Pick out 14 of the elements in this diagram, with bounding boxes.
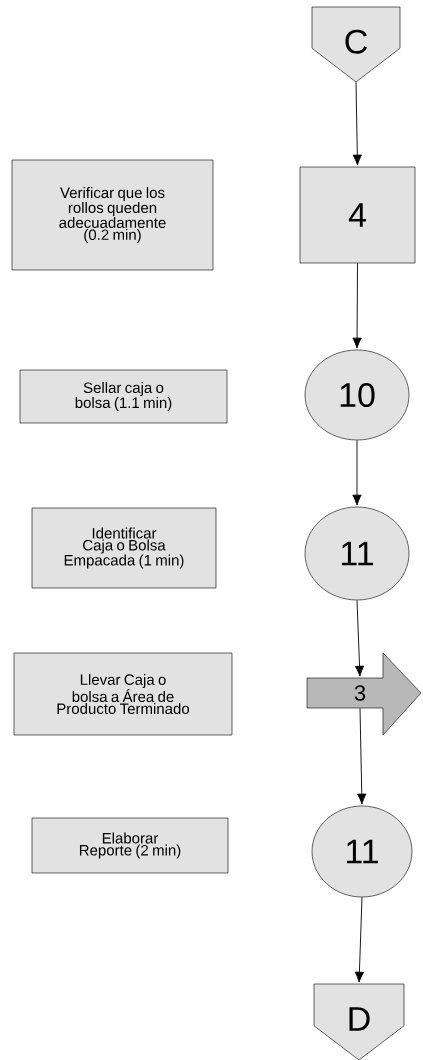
arrow — [357, 707, 367, 805]
arrow — [352, 262, 362, 349]
arrow — [352, 439, 362, 506]
arrow — [352, 81, 362, 166]
activity-box: Identificar Caja o Bolsa Empacada (1 min) — [31, 507, 217, 589]
activity-box: Sellar caja o bolsa (1.1 min) — [19, 369, 228, 424]
arrow — [354, 599, 365, 677]
activity-box: Verificar que los rollos queden adecuadamente (0.2 min) — [11, 159, 214, 271]
activity-box: Elaborar Reporte (2 min) — [31, 817, 229, 874]
arrow — [354, 896, 364, 983]
off-page-connector: D — [313, 983, 405, 1060]
activity-box: Llevar Caja o bolsa a Área de Producto Terminado — [13, 652, 233, 736]
inspection-square: 4 — [299, 166, 416, 264]
off-page-connector: C — [311, 6, 401, 83]
